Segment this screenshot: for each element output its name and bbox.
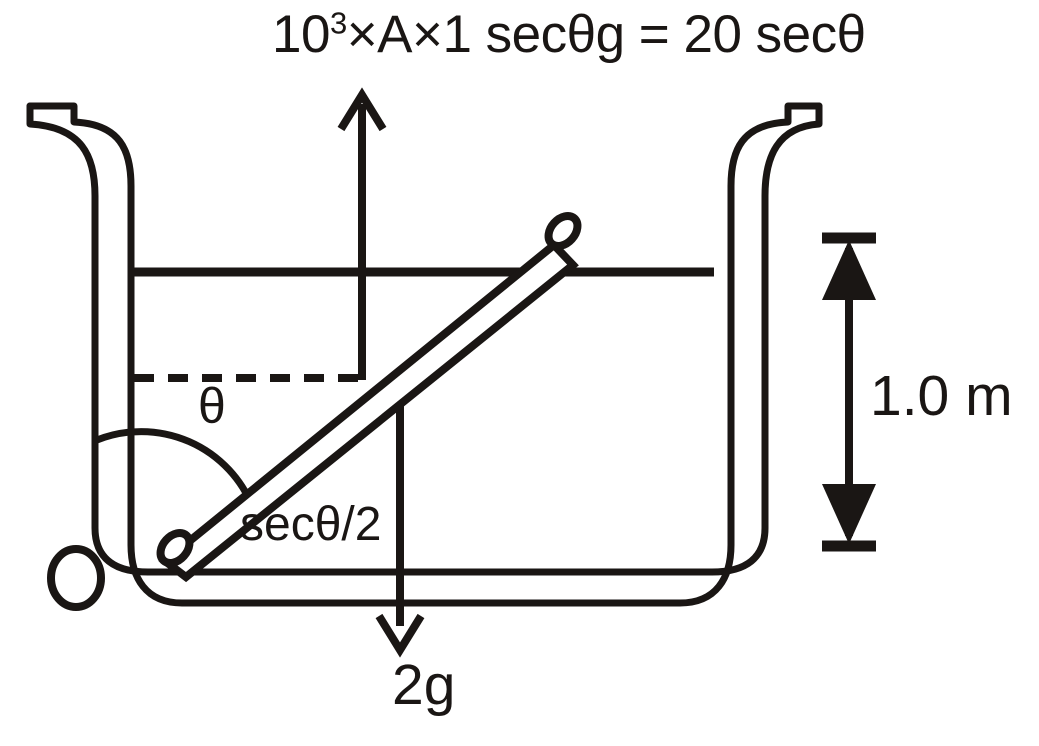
buoyancy-arrow-head <box>337 87 387 132</box>
rod-upper-cap <box>544 212 582 250</box>
title-formula-exponent: 3 <box>329 5 347 41</box>
rod-half-length-label: secθ/2 <box>240 498 382 551</box>
dimension-arrow-head-up <box>822 240 876 300</box>
weight-label: 2g <box>392 653 456 717</box>
vessel-inner-wall <box>26 102 823 576</box>
angle-theta-label: θ <box>198 378 226 434</box>
rod-lower-pivot-cap <box>156 529 194 567</box>
weight-arrow-head <box>375 613 425 658</box>
title-formula-prefix: 10 <box>272 5 330 64</box>
angle-theta-arc <box>95 428 257 510</box>
origin-marker-circle <box>47 545 105 611</box>
vessel-outer-wall <box>26 102 823 607</box>
title-formula-rest: ×A×1 secθg = 20 secθ <box>346 5 866 64</box>
dimension-arrow-head-down <box>822 484 876 544</box>
title-formula: 103×A×1 secθg = 20 secθ <box>272 5 866 64</box>
rod-tube-body <box>158 239 579 583</box>
depth-dimension-label: 1.0 m <box>870 364 1013 428</box>
